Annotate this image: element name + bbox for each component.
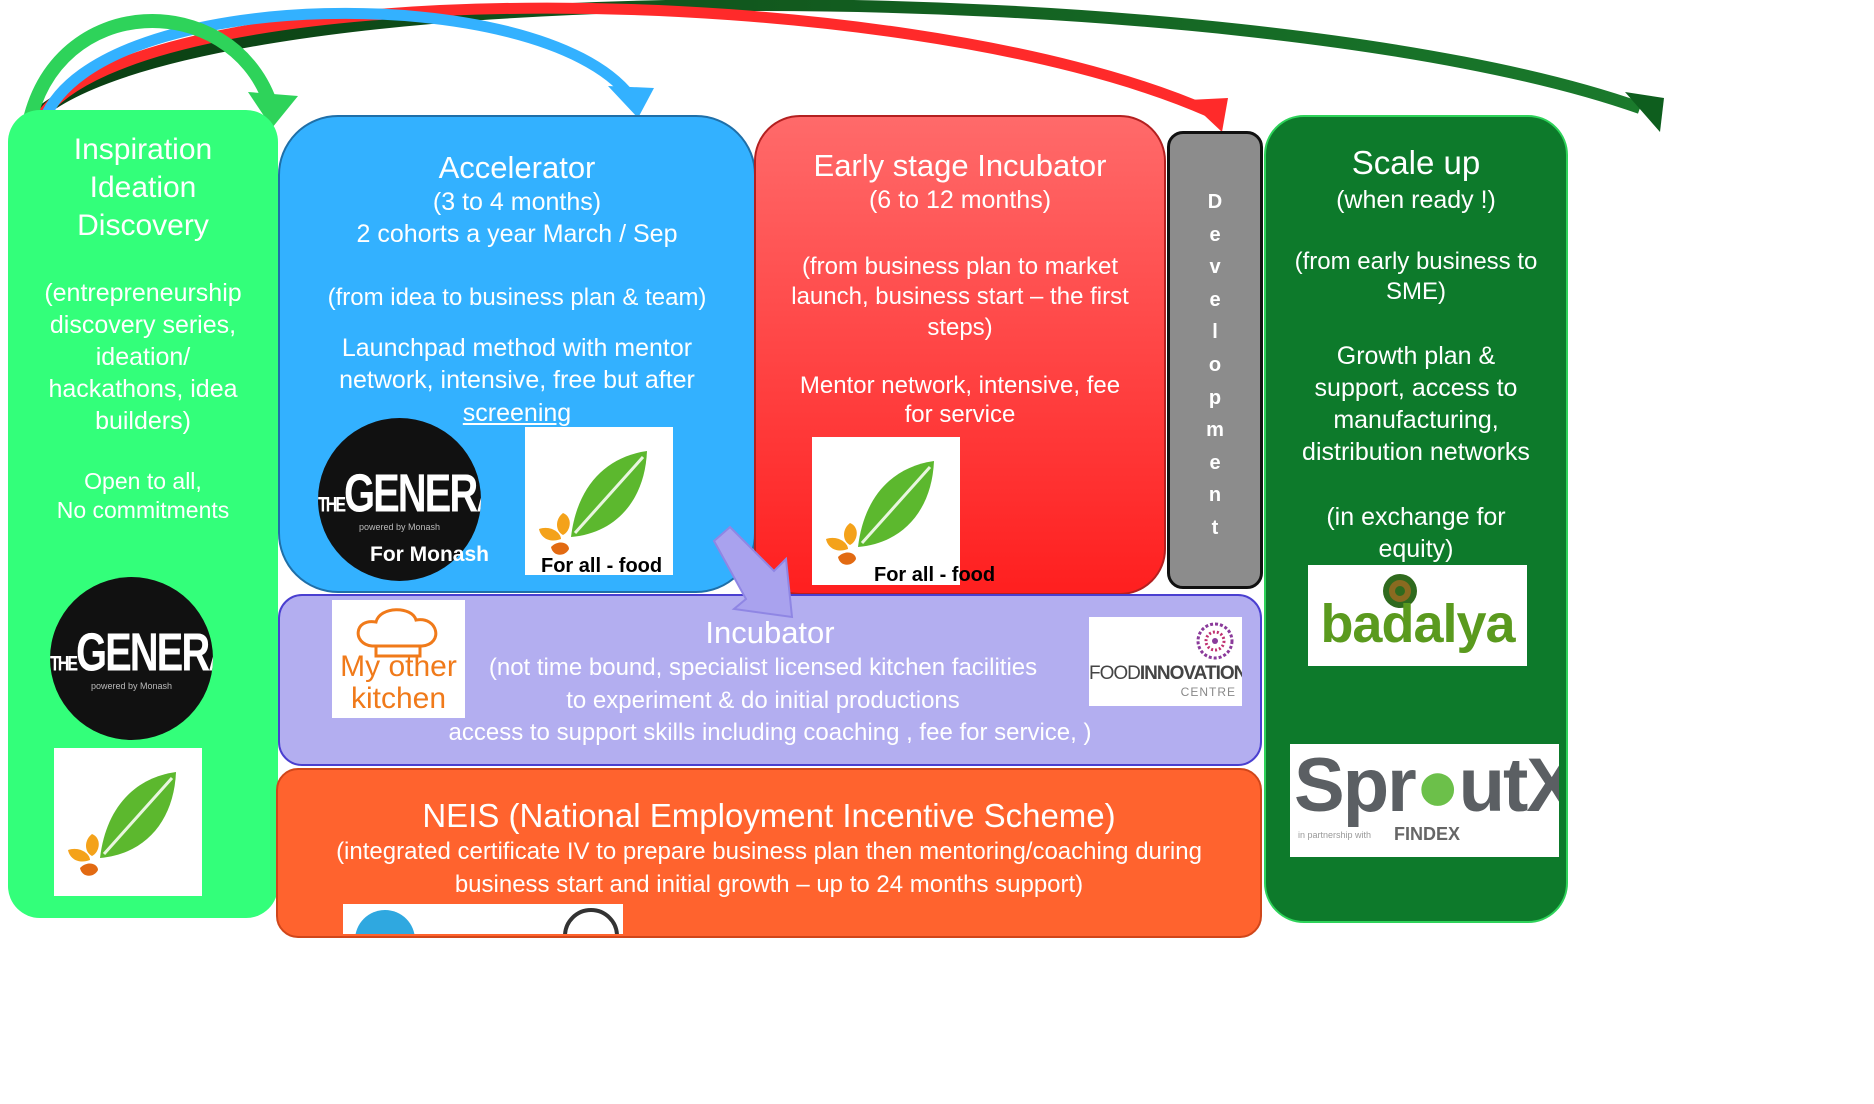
neis-title: NEIS (National Employment Incentive Sche… — [422, 797, 1116, 834]
development-letter: t — [1211, 516, 1219, 539]
development-letter: o — [1208, 353, 1222, 376]
scale-up-support-2: support, access to — [1314, 374, 1518, 402]
food-innovation-centre-logo: FOODINNOVATION CENTRE — [1089, 617, 1242, 706]
scale-up-scope-2: SME) — [1386, 278, 1446, 305]
sproutx-wordmark: Spr●utX — [1294, 744, 1559, 828]
accelerator-method-1: Launchpad method with mentor — [341, 334, 693, 362]
inspiration-title-3: Discovery — [77, 209, 209, 242]
accelerator-cohorts: 2 cohorts a year March / Sep — [356, 220, 678, 248]
incubator-title: Incubator — [705, 615, 835, 650]
inspiration-detail-1: (entrepreneurship — [44, 279, 242, 307]
generator-logo-inspiration: THEGENERATOR powered by Monash — [50, 577, 213, 740]
inspiration-detail-3: ideation/ — [95, 343, 191, 371]
neis-line-1: (integrated certificate IV to prepare bu… — [336, 838, 1202, 865]
early-incubator-duration: (6 to 12 months) — [868, 186, 1052, 214]
inspiration-detail-2: discovery series, — [49, 311, 237, 339]
inspiration-box: Inspiration Ideation Discovery (entrepre… — [8, 110, 278, 918]
incubator-line-1: (not time bound, specialist licensed kit… — [488, 654, 1038, 681]
accelerator-title: Accelerator — [438, 150, 596, 185]
leaf-caption-early-incubator: For all - food — [874, 564, 996, 586]
scale-up-title: Scale up — [1351, 144, 1481, 181]
incubator-line-2: to experiment & do initial productions — [566, 687, 960, 714]
neis-logo-blue-circle — [355, 910, 415, 934]
scale-up-terms-2: equity) — [1378, 535, 1454, 563]
early-incubator-title: Early stage Incubator — [813, 148, 1107, 183]
inspiration-detail-5: builders) — [95, 407, 191, 435]
badalya-wordmark: badalya — [1320, 594, 1515, 654]
inspiration-note-2: No commitments — [56, 497, 230, 523]
mandala-icon — [1196, 622, 1234, 660]
generator-logo-accelerator: THEGENERATOR powered by Monash — [318, 418, 481, 581]
neis-line-2: business start and initial growth – up t… — [454, 871, 1084, 898]
leaf-logo-early-incubator — [812, 437, 960, 585]
badalya-logo: badalya — [1308, 565, 1527, 666]
my-other-kitchen-line-2: kitchen — [350, 682, 447, 715]
accelerator-box: Accelerator (3 to 4 months) 2 cohorts a … — [278, 115, 756, 593]
early-incubator-box: Early stage Incubator (6 to 12 months) (… — [754, 115, 1166, 595]
badalya-emblem-icon — [1383, 574, 1417, 608]
accelerator-to-incubator-arrow — [712, 525, 794, 619]
neis-logo-strip — [343, 904, 623, 934]
accelerator-scope: (from idea to business plan & team) — [327, 284, 707, 311]
early-incubator-scope-1: (from business plan to market — [801, 253, 1119, 280]
development-letter: m — [1206, 419, 1224, 442]
my-other-kitchen-line-1: My other — [340, 650, 457, 683]
inspiration-title-2: Ideation — [89, 171, 197, 204]
accelerator-method-2: network, intensive, free but after — [339, 366, 695, 394]
early-incubator-scope-2: launch, business start – the first — [791, 283, 1129, 310]
arrow-to-early-incubator — [35, 2, 1228, 132]
arrow-to-accelerator — [39, 7, 654, 121]
leaf-logo-accelerator: For all - food — [525, 427, 673, 575]
inspiration-detail-4: hackathons, idea — [48, 375, 238, 403]
scale-up-scope-1: (from early business to — [1294, 248, 1538, 275]
development-letter: p — [1208, 386, 1222, 409]
development-letter: e — [1209, 451, 1221, 474]
scale-up-support-1: Growth plan & — [1336, 342, 1496, 370]
sproutx-partner-label: in partnership with — [1298, 830, 1372, 840]
my-other-kitchen-logo: My other kitchen — [332, 600, 465, 718]
leaf-icon — [539, 451, 647, 555]
scale-up-support-3: manufacturing, — [1333, 406, 1499, 434]
accelerator-duration: (3 to 4 months) — [432, 188, 602, 216]
scale-up-support-4: distribution networks — [1302, 438, 1530, 466]
development-letter: D — [1207, 191, 1223, 213]
generator-caption-monash: For Monash — [370, 543, 489, 566]
development-letter: l — [1212, 321, 1218, 344]
chef-hat-icon — [356, 608, 438, 658]
scale-up-terms-1: (in exchange for — [1326, 503, 1506, 531]
sproutx-logo: Spr●utX in partnership with FINDEX — [1290, 744, 1559, 857]
arrow-to-scale-up — [20, 0, 1664, 132]
development-letter: v — [1209, 256, 1221, 279]
leaf-icon — [826, 461, 934, 565]
leaf-icon — [68, 772, 176, 876]
leaf-caption-accelerator: For all - food — [541, 555, 663, 575]
inspiration-title-1: Inspiration — [73, 133, 213, 166]
incubator-line-3: access to support skills including coach… — [448, 719, 1092, 746]
accelerator-screening: screening — [462, 399, 572, 427]
development-letter: e — [1209, 223, 1221, 246]
scale-up-subtitle: (when ready !) — [1336, 186, 1496, 214]
arrow-to-inspiration — [21, 14, 298, 130]
development-letter: e — [1209, 288, 1221, 311]
early-incubator-method-1: Mentor network, intensive, fee — [799, 372, 1121, 399]
food-innovation-wordmark: FOODINNOVATION — [1089, 663, 1242, 684]
flow-arrows — [20, 0, 1664, 132]
neis-logo-dark-circle — [563, 908, 619, 934]
early-incubator-method-2: for service — [904, 401, 1016, 428]
food-innovation-centre-label: CENTRE — [1180, 685, 1236, 699]
early-incubator-scope-3: steps) — [927, 314, 993, 341]
leaf-logo-inspiration — [54, 748, 202, 896]
inspiration-note-1: Open to all, — [84, 468, 202, 494]
sproutx-findex-label: FINDEX — [1394, 824, 1461, 844]
development-letter: n — [1208, 484, 1222, 507]
